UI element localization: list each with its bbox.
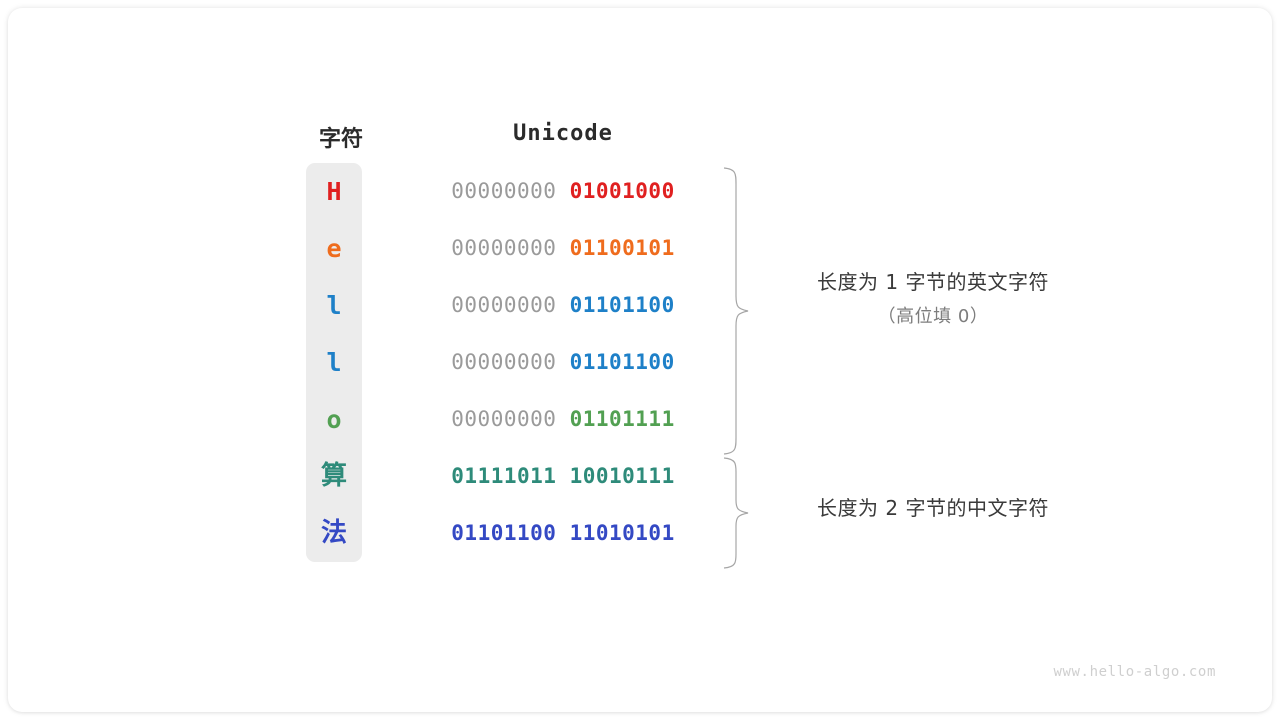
annotation-english-sub: （高位填 0） (877, 306, 989, 327)
table-row: 算 01111011 10010111 (8, 448, 1272, 505)
annotation-english-main: 长度为 1 字节的英文字符 (817, 270, 1049, 294)
brace-chinese-group (723, 457, 749, 569)
watermark: www.hello-algo.com (1053, 664, 1216, 680)
row-character: H (326, 177, 342, 206)
row-low-byte: 01101111 (569, 407, 675, 431)
table-row: l 00000000 01101100 (8, 277, 1272, 334)
annotation-chinese: 长度为 2 字节的中文字符 (768, 492, 1098, 521)
row-low-byte: 01101100 (569, 293, 675, 317)
row-character: 法 (320, 518, 347, 548)
row-unicode-bits: 00000000 01100101 (428, 220, 698, 277)
character-column-background (306, 163, 362, 562)
row-character: l (326, 348, 342, 377)
table-row: e 00000000 01100101 (8, 220, 1272, 277)
row-unicode-bits: 01111011 10010111 (428, 448, 698, 505)
row-high-byte: 00000000 (451, 179, 557, 203)
row-low-byte: 01100101 (569, 236, 675, 260)
row-unicode-bits: 00000000 01101111 (428, 391, 698, 448)
row-unicode-bits: 00000000 01001000 (428, 163, 698, 220)
row-character: o (326, 405, 342, 434)
table-row: 法 01101100 11010101 (8, 505, 1272, 562)
row-character: 算 (320, 461, 347, 491)
row-low-byte: 01001000 (569, 179, 675, 203)
row-two-bytes: 01111011 10010111 (451, 464, 675, 488)
table-row: H 00000000 01001000 (8, 163, 1272, 220)
row-high-byte: 00000000 (451, 407, 557, 431)
brace-english-group (723, 167, 749, 455)
row-low-byte: 01101100 (569, 350, 675, 374)
row-two-bytes: 01101100 11010101 (451, 521, 675, 545)
figure-card: 字符 Unicode H 00000000 01001000 e 00000000 0… (8, 8, 1272, 712)
row-unicode-bits: 00000000 01101100 (428, 334, 698, 391)
annotation-english: 长度为 1 字节的英文字符 （高位填 0） (768, 266, 1098, 328)
table-row: o 00000000 01101111 (8, 391, 1272, 448)
annotation-chinese-main: 长度为 2 字节的中文字符 (817, 496, 1049, 520)
row-high-byte: 00000000 (451, 236, 557, 260)
row-unicode-bits: 01101100 11010101 (428, 505, 698, 562)
unicode-encoding-figure: 字符 Unicode H 00000000 01001000 e 00000000 0… (8, 8, 1272, 712)
row-unicode-bits: 00000000 01101100 (428, 277, 698, 334)
column-header-character: 字符 (318, 126, 363, 151)
row-high-byte: 00000000 (451, 350, 557, 374)
row-character: e (326, 234, 342, 263)
table-row: l 00000000 01101100 (8, 334, 1272, 391)
column-header-unicode: Unicode (513, 121, 613, 146)
row-high-byte: 00000000 (451, 293, 557, 317)
row-character: l (326, 291, 342, 320)
